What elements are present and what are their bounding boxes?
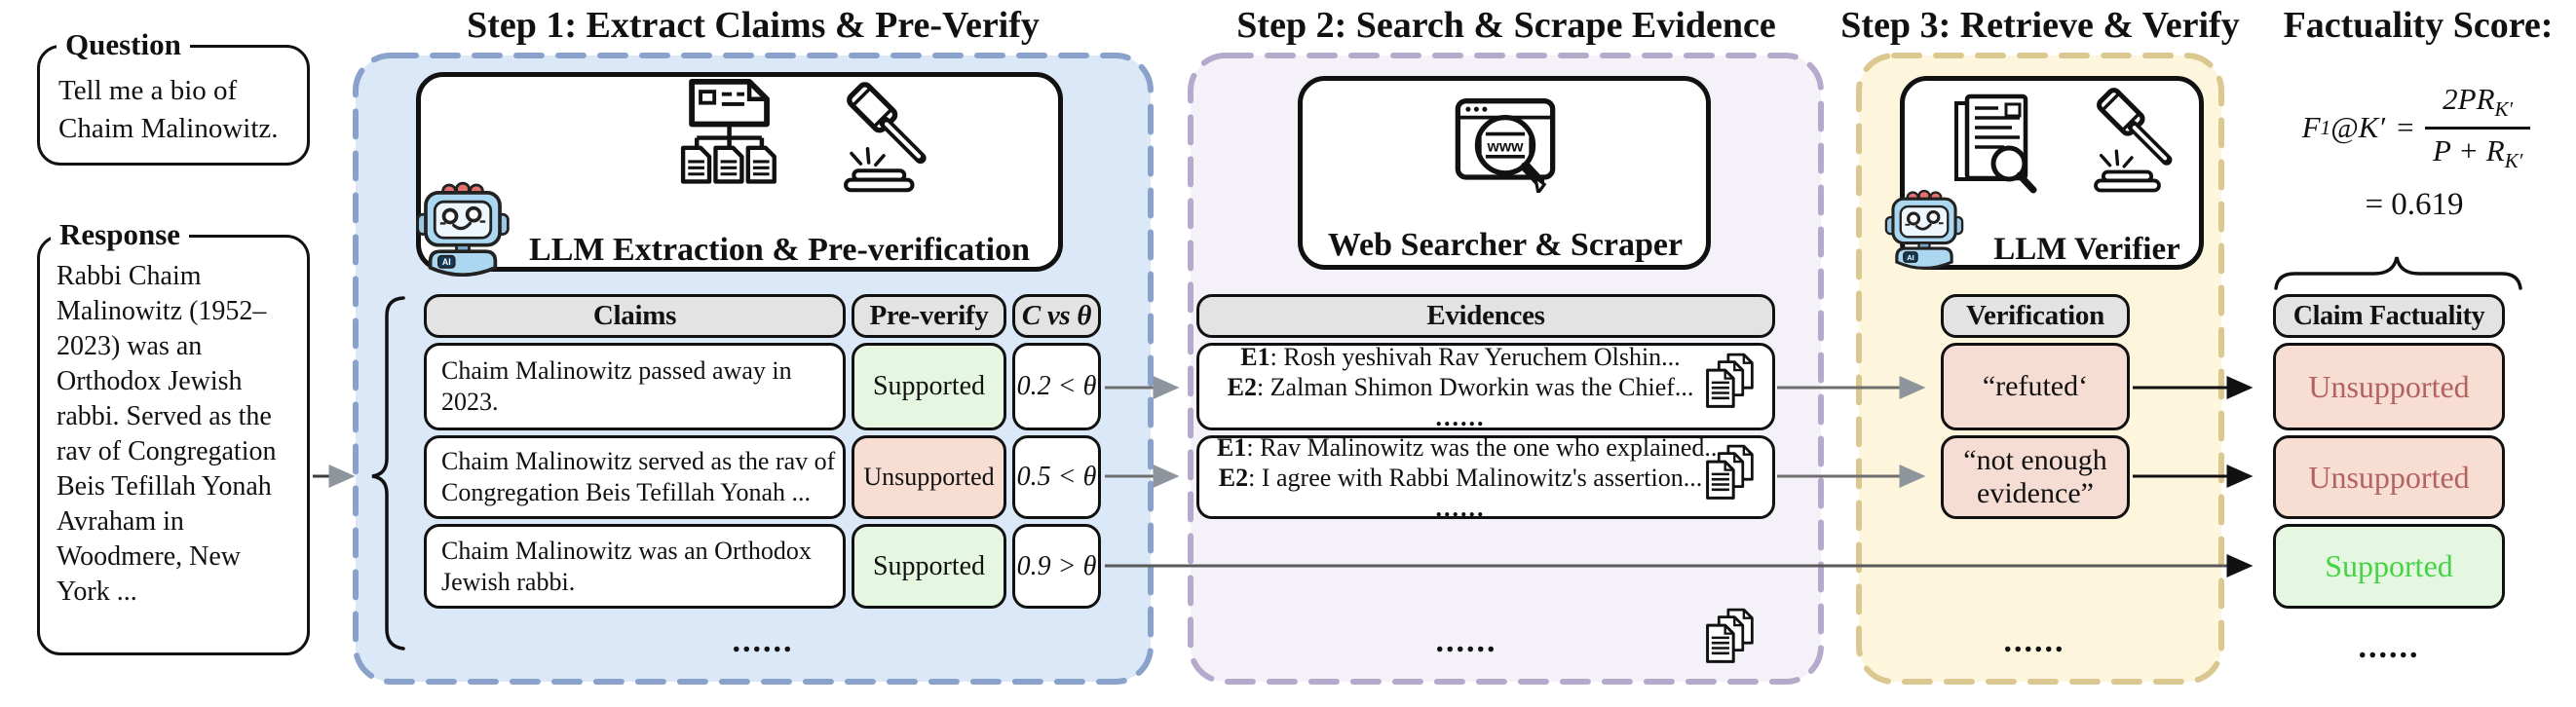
formula-denominator: P + R	[2433, 132, 2505, 167]
evidence-1-e1-text: : Rosh yeshivah Rav Yeruchem Olshin...	[1269, 342, 1681, 371]
response-label: Response	[51, 217, 190, 252]
claims-header: Claims	[424, 294, 846, 338]
evidences-header: Evidences	[1196, 294, 1775, 338]
response-box	[37, 235, 310, 655]
evidences-ellipsis: ......	[1435, 623, 1497, 659]
confidence-row-3: 0.9 > θ	[1012, 524, 1101, 609]
claim-factuality-header: Claim Factuality	[2273, 294, 2505, 338]
llm-extraction-label: LLM Extraction & Pre-verification	[529, 232, 1030, 268]
evidence-1-e1-label: E1	[1240, 342, 1270, 371]
confidence-row-1: 0.2 < θ	[1012, 343, 1101, 430]
evidence-2-ellipsis: ......	[1435, 493, 1486, 522]
evidence-2-e2-label: E2	[1218, 463, 1249, 492]
verification-row-1: “refuted‘	[1941, 343, 2130, 430]
formula-at-k: @K′	[2330, 110, 2386, 144]
claim-row-1: Chaim Malinowitz passed away in 2023.	[424, 343, 846, 430]
verification-ellipsis: ......	[2003, 623, 2065, 659]
verification-header: Verification	[1941, 294, 2130, 338]
llm-verifier-label: LLM Verifier	[1993, 232, 2180, 267]
claim-factuality-row-1: Unsupported	[2273, 343, 2505, 430]
web-searcher-label: Web Searcher & Scraper	[1327, 227, 1684, 263]
score-brace	[2274, 256, 2522, 290]
pre-verify-row-1: Supported	[852, 343, 1006, 430]
evidence-1-e2-text: : Zalman Shimon Dworkin was the Chief...	[1256, 372, 1694, 401]
evidence-row-2: E1: Rav Malinowitz was the one who expla…	[1196, 432, 1775, 522]
formula-denominator-sub: K′	[2504, 148, 2523, 172]
formula-f-sub: 1	[2320, 115, 2331, 139]
formula-equals: =	[2395, 110, 2415, 144]
evidence-1-ellipsis: ......	[1435, 402, 1486, 431]
confidence-row-2: 0.5 < θ	[1012, 435, 1101, 519]
verification-row-2: “not enough evidence”	[1941, 435, 2130, 519]
evidence-1-e2-label: E2	[1227, 372, 1257, 401]
claims-ellipsis: ......	[732, 623, 794, 659]
claim-row-3: Chaim Malinowitz was an Orthodox Jewish …	[424, 524, 846, 609]
formula-f: F	[2301, 110, 2321, 144]
question-text: Tell me a bio of Chaim Malinowitz.	[58, 75, 279, 144]
c-vs-theta-header: C vs θ	[1012, 294, 1101, 338]
question-label: Question	[57, 27, 190, 62]
claim-factuality-row-2: Unsupported	[2273, 435, 2505, 519]
evidence-row-1: E1: Rosh yeshivah Rav Yeruchem Olshin...…	[1196, 342, 1775, 431]
response-text: Rabbi Chaim Malinowitz (1952–2023) was a…	[57, 261, 277, 607]
evidence-2-e1-label: E1	[1217, 432, 1247, 462]
claim-factuality-row-3: Supported	[2273, 524, 2505, 609]
evidence-2-e1-text: : Rav Malinowitz was the one who explain…	[1246, 432, 1724, 462]
step2-title: Step 2: Search & Scrape Evidence	[1236, 5, 1776, 46]
factuality-result: = 0.619	[2365, 187, 2464, 222]
pre-verify-row-3: Supported	[852, 524, 1006, 609]
claims-brace	[371, 296, 405, 651]
pre-verify-row-2: Unsupported	[852, 435, 1006, 519]
formula-fraction: 2PRK′ P + RK′	[2425, 82, 2531, 172]
pre-verify-header: Pre-verify	[852, 294, 1006, 338]
claim-factuality-ellipsis: ......	[2358, 629, 2420, 665]
formula-numerator: 2PR	[2443, 82, 2495, 117]
evidence-2-e2-text: : I agree with Rabbi Malinowitz's assert…	[1248, 463, 1703, 492]
factuality-score-title: Factuality Score:	[2283, 5, 2554, 46]
claim-row-2: Chaim Malinowitz served as the rav of Co…	[424, 435, 846, 519]
step1-title: Step 1: Extract Claims & Pre-Verify	[467, 5, 1040, 46]
step3-title: Step 3: Retrieve & Verify	[1840, 5, 2240, 46]
formula-numerator-sub: K′	[2494, 97, 2514, 122]
